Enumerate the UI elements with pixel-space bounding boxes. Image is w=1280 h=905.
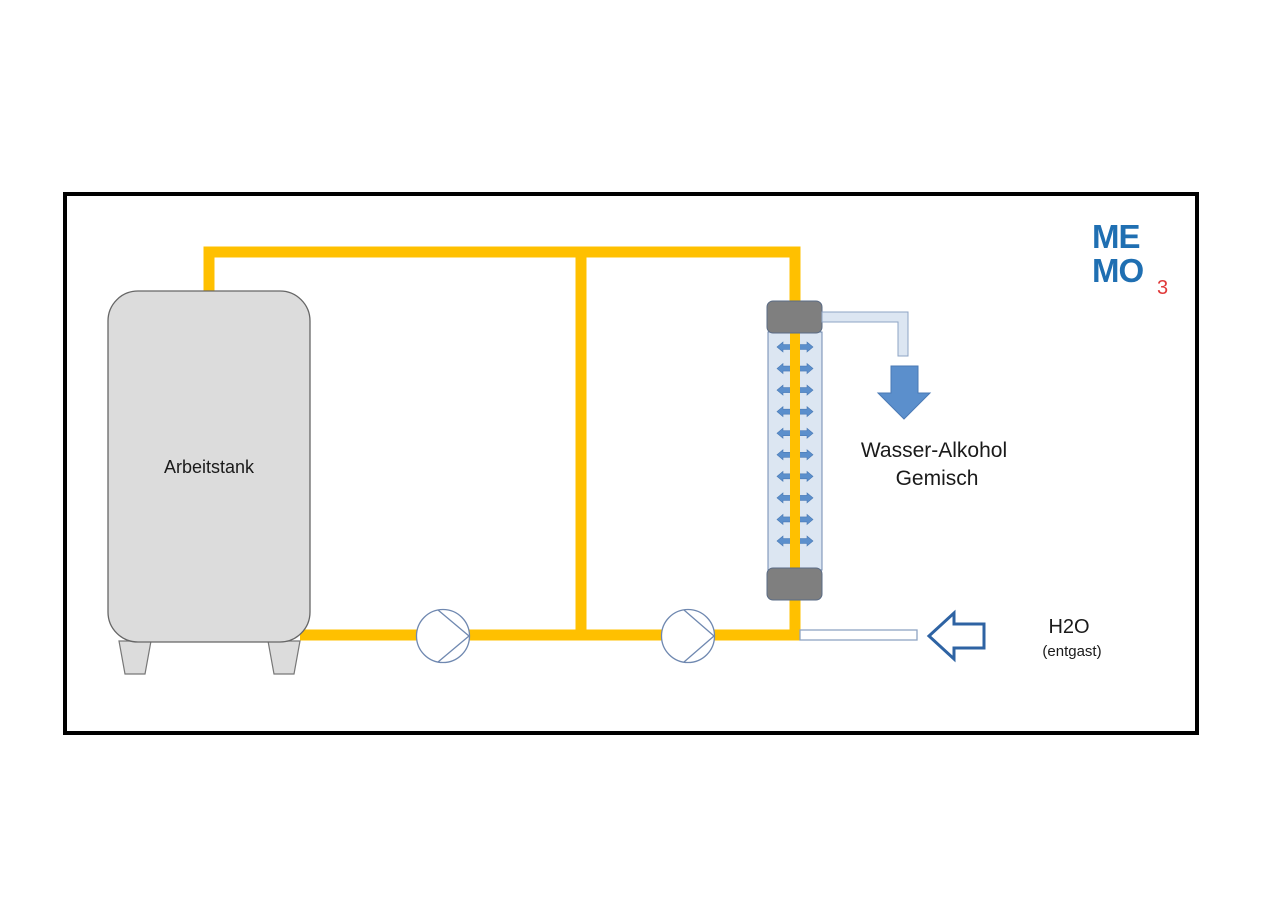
tank-foot-right (267, 640, 301, 675)
pump-1 (415, 608, 471, 664)
logo-line2: MO (1092, 252, 1143, 289)
module-cap-top (766, 300, 823, 334)
tank-body (107, 290, 311, 643)
module-cap-bottom (766, 567, 823, 601)
outlet-pipe (821, 311, 909, 357)
module-core-pipe (790, 332, 800, 570)
inlet-label: H2O (1048, 616, 1089, 638)
pump-2 (660, 608, 716, 664)
tank-label: Arbeitstank (164, 457, 255, 477)
inlet-arrow-icon (926, 609, 986, 663)
tank-foot-left (118, 640, 152, 675)
outlet-label-line1: Wasser-Alkohol (861, 439, 1007, 462)
logo-line1: ME (1092, 218, 1140, 255)
outlet-arrow-icon (876, 365, 932, 420)
working-tank: Arbeitstank (107, 290, 311, 675)
inlet-pipe (799, 629, 918, 641)
inlet-sublabel: (entgast) (1042, 643, 1101, 660)
logo-subscript: 3 (1157, 277, 1168, 299)
memo3-logo: ME MO 3 (1092, 218, 1168, 299)
pipe-top (203, 246, 801, 302)
outlet-label-line2: Gemisch (896, 467, 979, 490)
membrane-module (766, 300, 823, 601)
